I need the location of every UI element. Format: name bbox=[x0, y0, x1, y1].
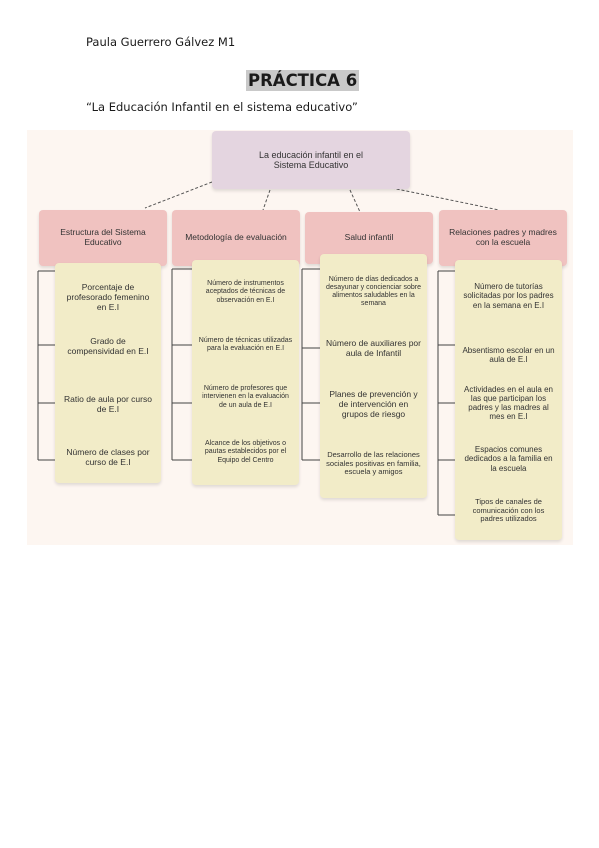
category-estructura: Estructura del Sistema Educativo bbox=[39, 210, 167, 266]
concept-map: La educación infantil en el Sistema Educ… bbox=[27, 130, 573, 545]
list-item: Número de tutorías solicitadas por los p… bbox=[455, 273, 562, 319]
list-item: Desarrollo de las relaciones sociales po… bbox=[320, 442, 427, 486]
category-metodologia: Metodología de evaluación bbox=[172, 210, 300, 266]
list-item: Planes de prevención y de intervención e… bbox=[320, 385, 427, 425]
list-item: Espacios comunes dedicados a la familia … bbox=[455, 438, 562, 480]
list-item: Absentismo escolar en un aula de E.I bbox=[455, 342, 562, 368]
list-item: Actividades en el aula en las que partic… bbox=[455, 379, 562, 427]
list-item: Ratio de aula por curso de E.I bbox=[55, 388, 161, 422]
page-subtitle: “La Educación Infantil en el sistema edu… bbox=[86, 100, 358, 114]
list-item: Número de auxiliares por aula de Infanti… bbox=[320, 334, 427, 364]
list-item: Número de profesores que intervienen en … bbox=[192, 375, 299, 420]
page-title: PRÁCTICA 6 bbox=[246, 70, 360, 91]
author-name: Paula Guerrero Gálvez M1 bbox=[86, 35, 236, 49]
list-item: Alcance de los objetivos o pautas establ… bbox=[192, 430, 299, 475]
list-item: Número de clases por curso de E.I bbox=[55, 438, 161, 478]
list-item: Grado de compensividad en E.I bbox=[55, 330, 161, 364]
list-item: Tipos de canales de comunicación con los… bbox=[455, 488, 562, 534]
list-item: Número de técnicas utilizadas para la ev… bbox=[192, 325, 299, 365]
root-node: La educación infantil en el Sistema Educ… bbox=[212, 131, 410, 189]
list-item: Número de días dedicados a desayunar y c… bbox=[320, 264, 427, 320]
list-item: Número de instrumentos aceptados de técn… bbox=[192, 270, 299, 315]
category-relaciones: Relaciones padres y madres con la escuel… bbox=[439, 210, 567, 266]
connector-lines bbox=[37, 181, 500, 516]
list-item: Porcentaje de profesorado femenino en E.… bbox=[55, 273, 161, 323]
